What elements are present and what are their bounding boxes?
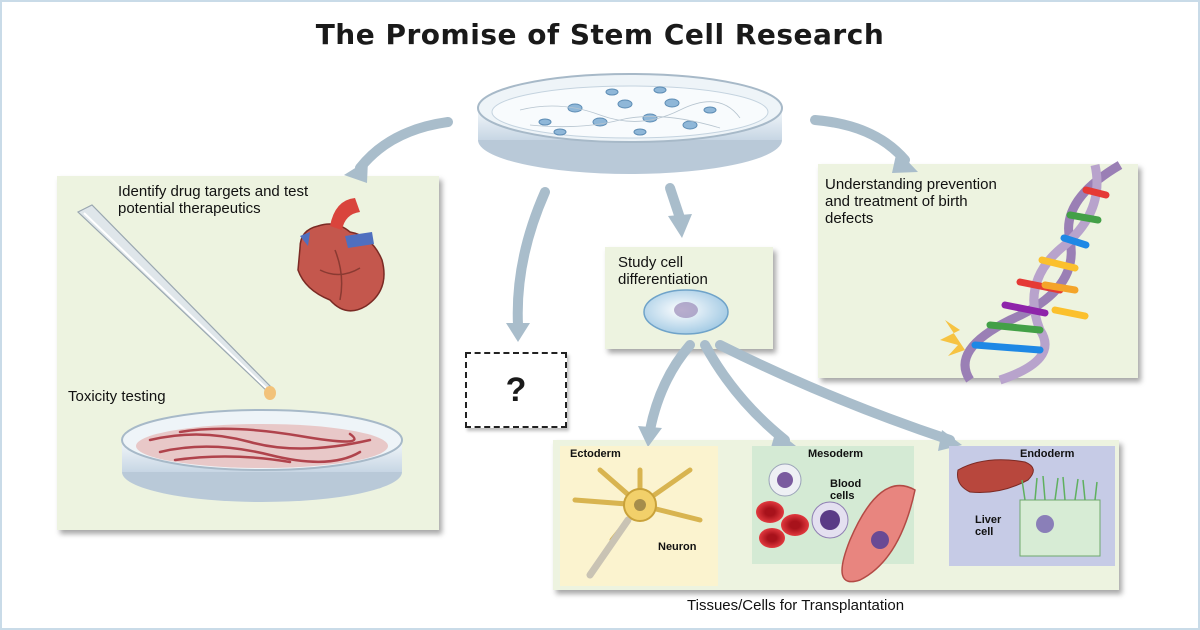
- figure-title: The Promise of Stem Cell Research: [315, 18, 885, 51]
- stem-cell: [643, 289, 729, 335]
- dna-helix: [940, 161, 1123, 385]
- blood-cells-illustration: [756, 463, 916, 583]
- ectoderm-label: Ectoderm: [570, 448, 621, 460]
- pipette: [76, 204, 276, 424]
- differentiation-label: Study cell differentiation: [618, 254, 708, 288]
- toxicity-testing-label: Toxicity testing: [68, 388, 166, 405]
- mesoderm-label: Mesoderm: [808, 448, 864, 460]
- endoderm-label: Endoderm: [1020, 448, 1075, 460]
- transplantation-caption: Tissues/Cells for Transplantation: [687, 597, 905, 614]
- neuron-illustration: [572, 467, 703, 579]
- blood-cells-label: Blood cells: [830, 478, 862, 502]
- neuron-label: Neuron: [658, 541, 697, 553]
- stem-cell-dish: [477, 73, 783, 174]
- arrow-heads: [344, 150, 962, 451]
- liver-cell-label: Liver cell: [975, 514, 1002, 538]
- birth-defects-label: Understanding prevention and treatment o…: [825, 176, 997, 227]
- question-mark: ?: [505, 370, 527, 409]
- drug-targets-label: Identify drug targets and test potential…: [118, 183, 309, 217]
- toxicity-dish: [121, 409, 403, 502]
- liver-illustration: [957, 459, 1101, 557]
- heart-illustration: [297, 198, 385, 312]
- unknown-application-box: ?: [465, 352, 567, 428]
